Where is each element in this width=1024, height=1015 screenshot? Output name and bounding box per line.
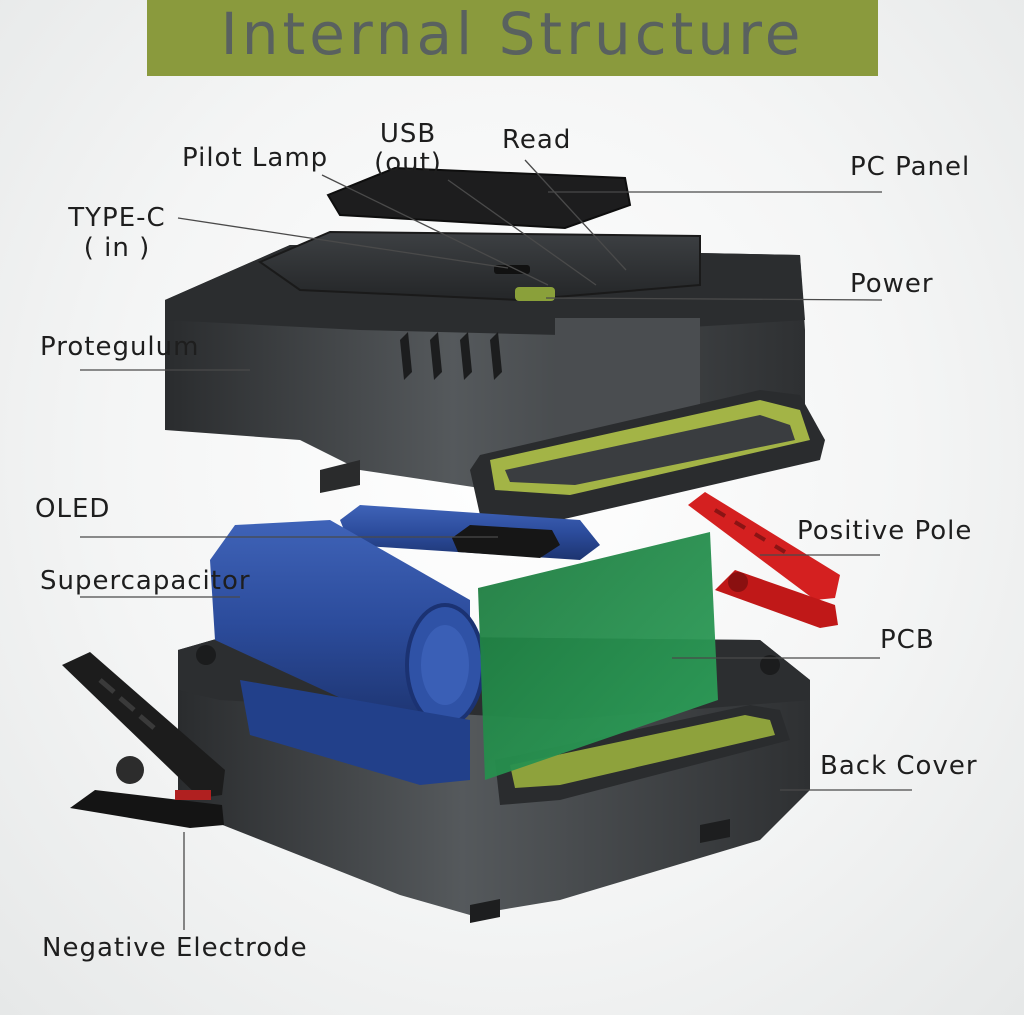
leader-line-power [545,297,883,301]
label-read: Read [502,125,572,155]
protegulum-housing [165,230,825,520]
page-title: Internal Structure [220,0,805,68]
leader-line-type-c [177,217,509,269]
label-usb-line1: USB [379,119,437,149]
leader-lines [80,159,912,930]
title-banner: Internal Structure [147,0,878,76]
label-supercapacitor: Supercapacitor [40,566,251,596]
label-pc-panel: PC Panel [850,152,971,182]
positive-clamp [688,492,840,628]
label-protegulum: Protegulum [40,332,200,362]
negative-clamp [62,652,225,828]
label-type-c-line2: ( in ) [83,233,151,263]
label-oled: OLED [35,494,111,524]
power-button [515,287,555,301]
label-pilot-lamp: Pilot Lamp [182,143,329,173]
leader-line-read [524,159,627,271]
oled-module [452,525,560,558]
label-type-c: TYPE-C ( in ) [55,203,179,263]
label-pcb: PCB [880,625,935,655]
label-back-cover: Back Cover [820,751,978,781]
pc-panel [326,166,632,230]
label-positive-pole: Positive Pole [797,516,973,546]
leader-line-pilot-lamp [321,174,549,286]
label-type-c-line1: TYPE-C [68,203,166,233]
label-negative-electrode: Negative Electrode [42,933,308,963]
leader-line-usb [447,179,597,286]
label-usb-line2: (out) [374,148,442,178]
label-usb: USB (out) [368,120,448,178]
label-power: Power [850,269,934,299]
pcb-board [478,532,718,780]
